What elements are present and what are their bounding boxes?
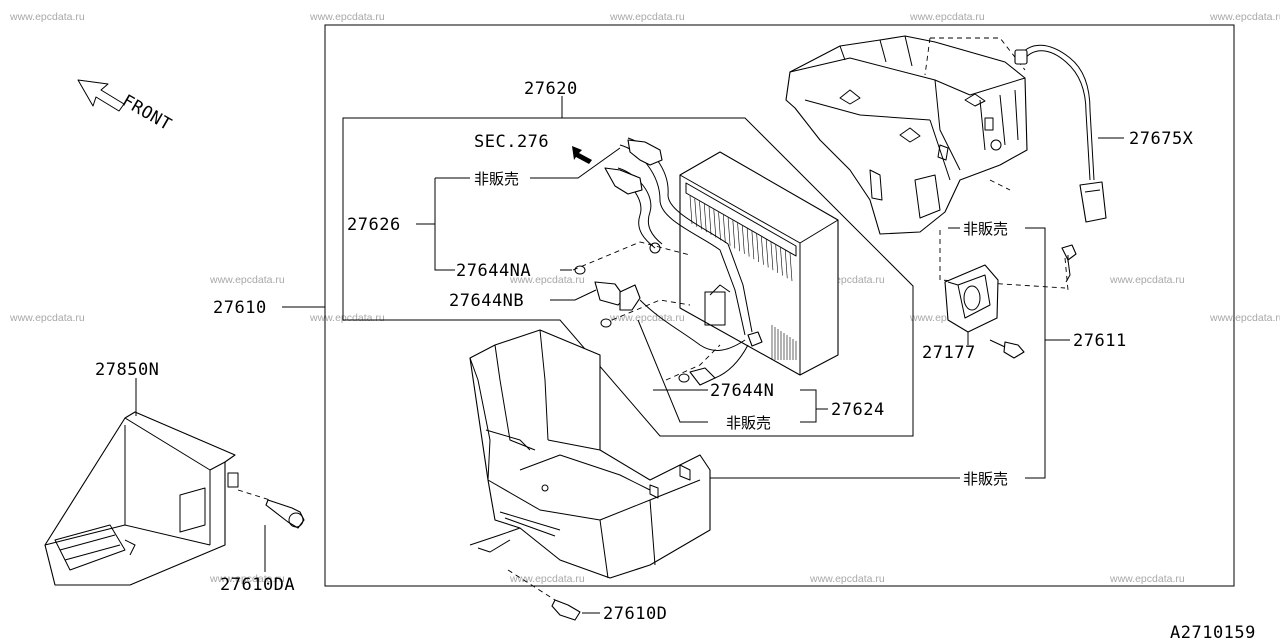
watermark: www.epcdata.ru [1209, 11, 1280, 23]
leader-lines [135, 96, 1124, 614]
fin-line [746, 228, 750, 257]
part-number-27177: 27177 [922, 343, 976, 363]
watermark: www.epcdata.ru [1109, 573, 1185, 585]
watermark: www.epcdata.ru [609, 312, 685, 324]
assembly-frame [324, 24, 1235, 587]
evaporator-fins [689, 195, 793, 282]
part-number-27644NB: 27644NB [449, 291, 524, 311]
part-number-27626: 27626 [347, 215, 401, 235]
fin-line [784, 250, 788, 279]
watermark: www.epcdata.ru [309, 11, 385, 23]
front-direction-indicator: FRONT [77, 79, 175, 135]
watermark: www.epcdata.ru [509, 274, 585, 286]
not-for-sale-label: 非販売 [726, 414, 771, 432]
fin-line [699, 201, 702, 230]
fin-line [723, 214, 726, 244]
fin-line [770, 242, 774, 271]
fastener-illustrations [265, 255, 1069, 621]
watermark: www.epcdata.ru [209, 274, 285, 286]
duct-illustration [44, 411, 239, 586]
fin-line [703, 204, 707, 233]
upper-case-illustration [785, 35, 1028, 235]
pipe-assembly-illustration [574, 137, 763, 386]
not-for-sale-label: 非販売 [963, 470, 1008, 488]
fin-line [751, 231, 755, 260]
part-number-27610DA: 27610DA [220, 575, 295, 595]
front-arrow-icon [77, 79, 125, 112]
part-number-27610D: 27610D [603, 604, 667, 624]
fin-line [789, 252, 793, 282]
fin-line [780, 247, 783, 276]
part-number-27620: 27620 [524, 79, 578, 99]
sensor-illustration [1014, 44, 1107, 283]
part-labels: 27620 SEC.276 非販売 27626 27644NA 27610 27… [95, 79, 1256, 640]
not-for-sale-label: 非販売 [474, 170, 519, 188]
dashed-leaders [237, 179, 1069, 601]
front-label: FRONT [119, 91, 175, 135]
fin-line [694, 198, 698, 227]
diagram-id: A2710159 [1170, 623, 1256, 640]
part-number-27644NA: 27644NA [456, 261, 531, 281]
section-reference-276: SEC.276 [474, 132, 549, 152]
part-number-27644N: 27644N [710, 381, 774, 401]
fin-line [718, 212, 721, 241]
part-number-27624: 27624 [831, 400, 885, 420]
watermark-layer: www.epcdata.ru www.epcdata.ru www.epcdat… [9, 11, 1280, 585]
part-number-27850N: 27850N [95, 360, 159, 380]
watermark: www.epcdata.ru [309, 312, 385, 324]
watermark: www.epcdata.ru [609, 11, 685, 23]
fin-line [689, 195, 693, 225]
watermark: www.epcdata.ru [909, 11, 985, 23]
fin-line [742, 225, 745, 254]
watermark: www.epcdata.ru [509, 573, 585, 585]
watermark: www.epcdata.ru [9, 11, 85, 23]
part-number-27610: 27610 [213, 298, 267, 318]
part-number-27611: 27611 [1073, 331, 1127, 351]
watermark: www.epcdata.ru [9, 312, 85, 324]
fin-line [775, 244, 779, 273]
evaporator-side-fins [771, 325, 797, 360]
fin-line [765, 239, 769, 268]
fin-line [727, 217, 731, 246]
watermark: www.epcdata.ru [1109, 274, 1185, 286]
fin-line [756, 233, 759, 263]
evaporator-group-outline [342, 117, 914, 437]
evaporator-core-illustration [679, 151, 839, 376]
watermark: www.epcdata.ru [1209, 312, 1280, 324]
watermark: www.epcdata.ru [209, 573, 285, 585]
part-number-27675X: 27675X [1129, 129, 1194, 149]
fin-line [708, 206, 712, 235]
not-for-sale-label: 非販売 [963, 220, 1008, 238]
section-arrow-icon [572, 146, 592, 164]
fin-line [761, 236, 764, 265]
fin-line [737, 223, 740, 252]
lower-case-illustration [469, 329, 711, 579]
fin-line [713, 209, 717, 238]
fin-line [732, 220, 736, 249]
actuator-illustration [944, 264, 1025, 359]
watermark: www.epcdata.ru [809, 573, 885, 585]
